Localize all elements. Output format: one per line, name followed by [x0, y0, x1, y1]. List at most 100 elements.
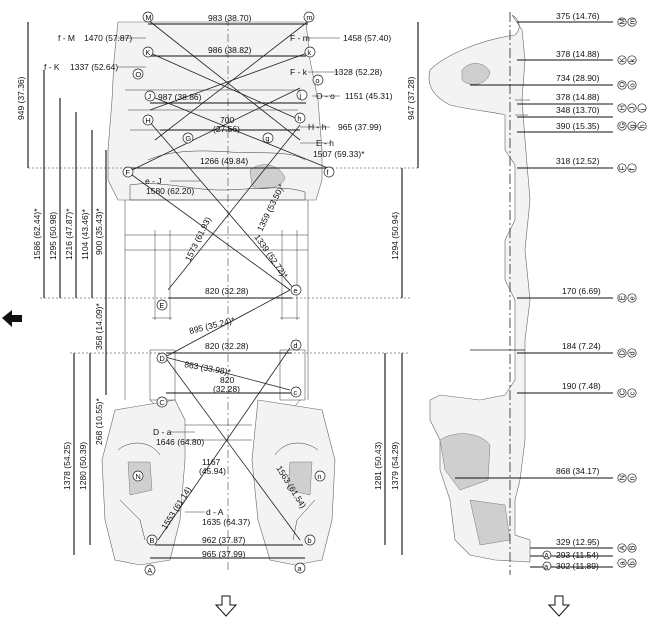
- dim-f-M-label: f - M: [58, 33, 75, 43]
- side-label-e: e: [628, 296, 637, 300]
- dim-f-K: 1337 (52.64): [70, 62, 118, 72]
- side-label-H: H: [618, 105, 627, 110]
- side-label-h: h: [638, 124, 647, 128]
- point-m-marker: [303, 11, 315, 23]
- side-label-A: A: [618, 545, 627, 550]
- dim-f-K-label: f - K: [44, 62, 60, 72]
- point-g-marker: [262, 132, 274, 144]
- dim-986: 986 (38.82): [208, 45, 252, 55]
- point-h-marker: [294, 112, 306, 124]
- dim-962: 962 (37.87): [202, 535, 246, 545]
- side-label-C: C: [618, 390, 627, 396]
- side-dim-329: 329 (12.95): [556, 537, 600, 547]
- dim-O-o-label: O - o: [316, 91, 335, 101]
- side-view-body: [428, 12, 531, 575]
- dim-O-o: 1151 (45.31): [345, 91, 393, 101]
- side-label-e-marker: [627, 293, 637, 303]
- side-label-N: N: [618, 475, 627, 480]
- dim-1378: 1378 (54.25): [62, 442, 72, 490]
- dim-700-in: (27.56): [213, 124, 240, 134]
- side-label-n: n: [628, 476, 637, 480]
- side-label-b: b: [628, 561, 637, 565]
- side-dim-190: 190 (7.48): [562, 381, 601, 391]
- labeled-dimension-leaders: [118, 37, 340, 513]
- side-dim-734: 734 (28.90): [556, 73, 600, 83]
- point-n-label: n: [317, 472, 321, 481]
- dim-983: 983 (38.70): [208, 13, 252, 23]
- dim-820-c: 820: [220, 375, 234, 385]
- point-m-label: m: [306, 13, 312, 22]
- side-label-K-marker: [617, 55, 627, 65]
- point-j-label: j: [298, 91, 301, 100]
- dim-1167: 1167: [202, 457, 221, 467]
- point-d-label: d: [293, 341, 297, 350]
- dim-820-b: 820 (32.28): [205, 341, 249, 351]
- point-e-marker: [290, 284, 302, 296]
- side-label-C-marker: [617, 388, 627, 398]
- side-label-j-marker: [637, 103, 647, 113]
- point-K-marker: [142, 46, 154, 58]
- dim-H-h: 965 (37.99): [338, 122, 382, 132]
- side-dim-348: 348 (13.70): [556, 105, 600, 115]
- side-label-c-marker: [627, 388, 637, 398]
- point-J-marker: [144, 90, 156, 102]
- side-label-m-marker: [627, 17, 637, 27]
- side-label-j: j: [638, 109, 647, 112]
- dim-E-h-label: E - h: [316, 138, 334, 148]
- dim-f-M: 1470 (57.87): [84, 33, 132, 43]
- side-label-F-marker: [617, 163, 627, 173]
- side-label-g: g: [628, 124, 637, 128]
- point-b-label: b: [307, 536, 311, 545]
- side-point-a-marker: [542, 561, 552, 571]
- side-label-M: M: [618, 18, 627, 24]
- side-label-B: B: [628, 545, 637, 550]
- point-D-marker: [156, 352, 168, 364]
- side-label-H-marker: [617, 103, 627, 113]
- dim-268: 268 (10.55)*: [94, 398, 104, 445]
- side-label-A-marker: [617, 543, 627, 553]
- dim-F-k-label: F - k: [290, 67, 308, 77]
- side-label-D-marker: [617, 348, 627, 358]
- point-F-label: F: [125, 168, 130, 177]
- side-label-m: m: [628, 18, 637, 24]
- dim-H-h-label: H - h: [308, 122, 327, 132]
- point-G-marker: [182, 132, 194, 144]
- side-label-h-marker: [637, 121, 647, 131]
- dim-D-a: 1646 (64.80): [156, 437, 204, 447]
- point-o-label: o: [315, 76, 319, 85]
- side-label-f: f: [628, 168, 637, 171]
- side-dim-318: 318 (12.52): [556, 156, 600, 166]
- dim-1281: 1281 (50.43): [373, 442, 383, 490]
- point-G-label: G: [185, 134, 191, 143]
- side-down-arrow-icon: [547, 595, 571, 617]
- dim-947: 947 (37.28): [406, 76, 416, 120]
- point-b-marker: [304, 534, 316, 546]
- dim-949: 949 (37.36): [16, 76, 26, 120]
- down-arrow-icon: [214, 595, 238, 617]
- point-B-marker: [146, 534, 158, 546]
- point-h-label: h: [297, 114, 301, 123]
- dim-1280: 1280 (50.39): [78, 442, 88, 490]
- side-label-B-marker: [627, 543, 637, 553]
- side-label-k: k: [628, 59, 637, 63]
- dim-E-h: 1507 (59.33)*: [313, 149, 365, 159]
- side-label-d: d: [628, 351, 637, 355]
- side-label-g-marker: [627, 121, 637, 131]
- point-C-marker: [156, 396, 168, 408]
- dim-863: 863 (33.98)*: [184, 359, 232, 377]
- side-dim-868: 868 (34.17): [556, 466, 600, 476]
- dim-1586: 1586 (62.44)*: [32, 208, 42, 260]
- vertical-dimension-lines: [27, 22, 419, 555]
- side-label-O-marker: [617, 80, 627, 90]
- dim-358: 358 (14.09)*: [94, 303, 104, 350]
- side-point-a-label: a: [544, 562, 549, 571]
- side-dim-378-b: 378 (14.88): [556, 92, 600, 102]
- side-dim-302: 302 (11.89): [556, 561, 599, 571]
- side-label-G-marker: [617, 121, 627, 131]
- point-F-marker: [122, 166, 134, 178]
- side-label-J: J: [628, 107, 637, 111]
- point-c-marker: [290, 386, 302, 398]
- dim-820-a: 820 (32.28): [205, 286, 249, 296]
